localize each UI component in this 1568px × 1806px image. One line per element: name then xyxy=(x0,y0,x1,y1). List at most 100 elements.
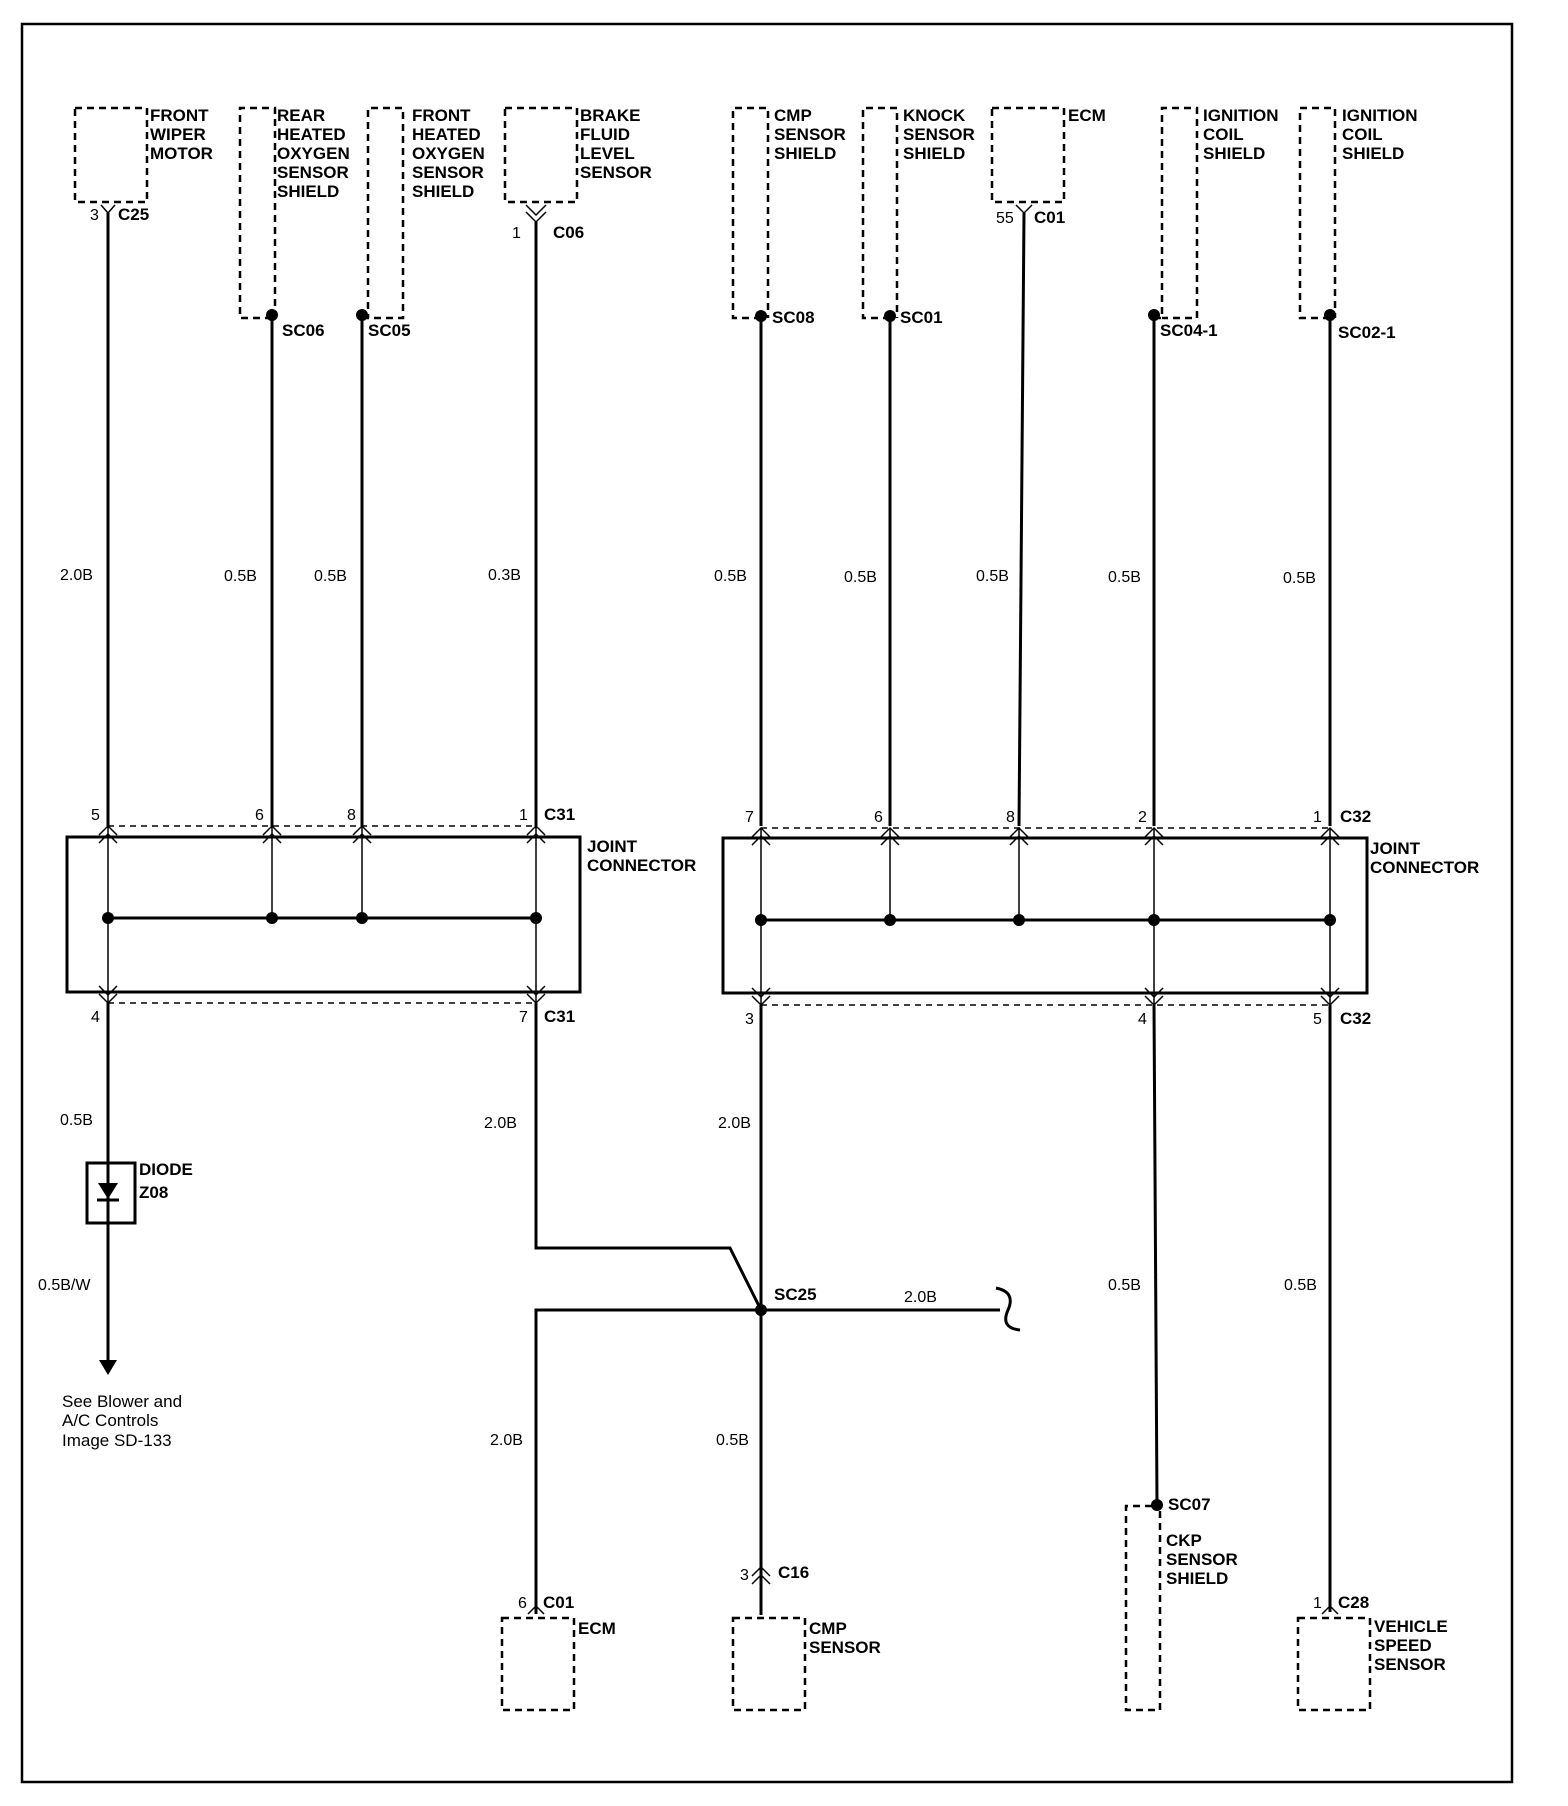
connector-pin-number: 55 xyxy=(996,210,1014,227)
connector-pin-number: 3 xyxy=(740,1567,749,1584)
connector-id: C32 xyxy=(1340,807,1371,826)
connector-pin-number: 3 xyxy=(90,207,99,224)
component-label-line: COIL xyxy=(1203,125,1244,144)
pin-number: 8 xyxy=(1006,809,1015,826)
pin-number: 7 xyxy=(745,809,754,826)
component-label-line: CMP xyxy=(774,106,812,125)
wire-sc25-ecm xyxy=(534,1308,761,1614)
wire-size-label: 2.0B xyxy=(490,1432,523,1449)
wire-size-label: 2.0B xyxy=(60,567,93,584)
wire-ecm-top xyxy=(1017,212,1026,827)
splice-id: SC05 xyxy=(368,321,411,340)
component-label-line: LEVEL xyxy=(580,144,635,163)
connector-id: C32 xyxy=(1340,1009,1371,1028)
component-label-line: REAR xyxy=(277,106,325,125)
rear-heated-oxygen-sensor-shield: REAR HEATED OXYGEN SENSOR SHIELD xyxy=(238,106,350,320)
connector-pin-number: 1 xyxy=(512,225,521,242)
pin-number: 3 xyxy=(745,1011,754,1028)
component-label-line: SHIELD xyxy=(774,144,836,163)
component-label-line: SENSOR xyxy=(903,125,975,144)
component-label-line: JOINT xyxy=(587,837,638,856)
splice-id: SC06 xyxy=(282,321,325,340)
component-label-line: FRONT xyxy=(150,106,209,125)
reference-note-line: A/C Controls xyxy=(62,1411,158,1430)
cmp-sensor: CMP SENSOR xyxy=(731,1616,881,1712)
diagram-frame xyxy=(20,22,1514,1784)
component-label-line: SHIELD xyxy=(1203,144,1265,163)
connector-pin-number: 1 xyxy=(1313,1595,1322,1612)
connector-id: C16 xyxy=(778,1563,809,1582)
wire-c31-pin7 xyxy=(534,1003,763,1311)
component-label-line: COIL xyxy=(1342,125,1383,144)
ecm-bottom: ECM xyxy=(500,1616,616,1712)
joint-connector-c31: 5 6 8 1 C31 4 7 C31 JOINT CONNECTOR xyxy=(65,805,696,1026)
component-label-line: FLUID xyxy=(580,125,630,144)
component-label-line: SENSOR xyxy=(809,1638,881,1657)
wire-size-label: 0.3B xyxy=(488,567,521,584)
pin-number: 2 xyxy=(1138,809,1147,826)
component-label-line: BRAKE xyxy=(580,106,640,125)
splice-id: SC04-1 xyxy=(1160,321,1218,340)
diode-z08: DIODE Z08 xyxy=(85,1160,193,1225)
component-label-line: OXYGEN xyxy=(277,144,350,163)
component-label-line: SENSOR xyxy=(1166,1550,1238,1569)
component-label-line: VEHICLE xyxy=(1374,1617,1448,1636)
wire-size-label: 2.0B xyxy=(484,1115,517,1132)
component-label-line: SHIELD xyxy=(277,182,339,201)
component-label-line: SHIELD xyxy=(1166,1569,1228,1588)
splice-sc07: SC07 xyxy=(1151,1495,1211,1514)
brake-fluid-level-sensor: BRAKE FLUID LEVEL SENSOR xyxy=(503,106,652,204)
component-label-line: FRONT xyxy=(412,106,471,125)
component-label-line: SHIELD xyxy=(1342,144,1404,163)
wire-size-label: 0.5B xyxy=(844,569,877,586)
component-label-line: SHIELD xyxy=(903,144,965,163)
wire-size-label: 0.5B xyxy=(224,568,257,585)
pin-number: 4 xyxy=(91,1009,100,1026)
splice-id: SC25 xyxy=(774,1285,817,1304)
connector-id: C31 xyxy=(544,805,575,824)
ignition-coil-shield-2: IGNITION COIL SHIELD xyxy=(1298,106,1418,320)
connector-c01-top: 55 C01 xyxy=(996,204,1065,227)
connector-id: C31 xyxy=(544,1007,575,1026)
component-label-line: OXYGEN xyxy=(412,144,485,163)
cmp-sensor-shield: CMP SENSOR SHIELD xyxy=(731,106,846,320)
wire-size-label: 0.5B xyxy=(714,568,747,585)
connector-c06: 1 C06 xyxy=(512,204,584,242)
component-label-line: CKP xyxy=(1166,1531,1202,1550)
component-label-line: JOINT xyxy=(1370,839,1421,858)
component-label-line: KNOCK xyxy=(903,106,966,125)
ecm-top: ECM xyxy=(990,106,1106,204)
wire-size-label: 2.0B xyxy=(904,1289,937,1306)
component-label-line: ECM xyxy=(1068,106,1106,125)
component-label-line: CONNECTOR xyxy=(587,856,696,875)
wire-size-label: 2.0B xyxy=(718,1115,751,1132)
front-heated-oxygen-sensor-shield: FRONT HEATED OXYGEN SENSOR SHIELD xyxy=(362,106,485,320)
splice-sc05: SC05 xyxy=(356,309,411,340)
splice-sc01: SC01 xyxy=(884,308,943,327)
connector-c28: 1 C28 xyxy=(1313,1593,1369,1615)
pin-number: 7 xyxy=(519,1009,528,1026)
vehicle-speed-sensor: VEHICLE SPEED SENSOR xyxy=(1296,1616,1448,1712)
splice-id: SC07 xyxy=(1168,1495,1211,1514)
component-label-line: CONNECTOR xyxy=(1370,858,1479,877)
front-wiper-motor: FRONT WIPER MOTOR xyxy=(73,106,213,204)
splice-sc08: SC08 xyxy=(755,308,815,327)
component-label-line: IGNITION xyxy=(1342,106,1418,125)
component-label-line: ECM xyxy=(578,1619,616,1638)
component-label-line: DIODE xyxy=(139,1160,193,1179)
connector-id: C01 xyxy=(1034,208,1065,227)
splice-sc06: SC06 xyxy=(266,309,325,340)
joint-connector-c32: 7 6 8 2 1 C32 3 4 5 C32 JOINT CONNECTOR xyxy=(721,807,1479,1028)
splice-id: SC01 xyxy=(900,308,943,327)
ignition-coil-shield-1: IGNITION COIL SHIELD xyxy=(1154,106,1279,320)
component-label-line: SENSOR xyxy=(277,163,349,182)
wire-size-label: 0.5B xyxy=(1284,1277,1317,1294)
pin-number: 6 xyxy=(874,809,883,826)
wire-size-label: 0.5B xyxy=(1108,569,1141,586)
reference-note-line: Image SD-133 xyxy=(62,1431,172,1450)
pin-number: 8 xyxy=(347,807,356,824)
component-label-line: Z08 xyxy=(139,1183,168,1202)
connector-c16: 3 C16 xyxy=(740,1563,809,1585)
component-label-line: IGNITION xyxy=(1203,106,1279,125)
component-label-line: CMP xyxy=(809,1619,847,1638)
